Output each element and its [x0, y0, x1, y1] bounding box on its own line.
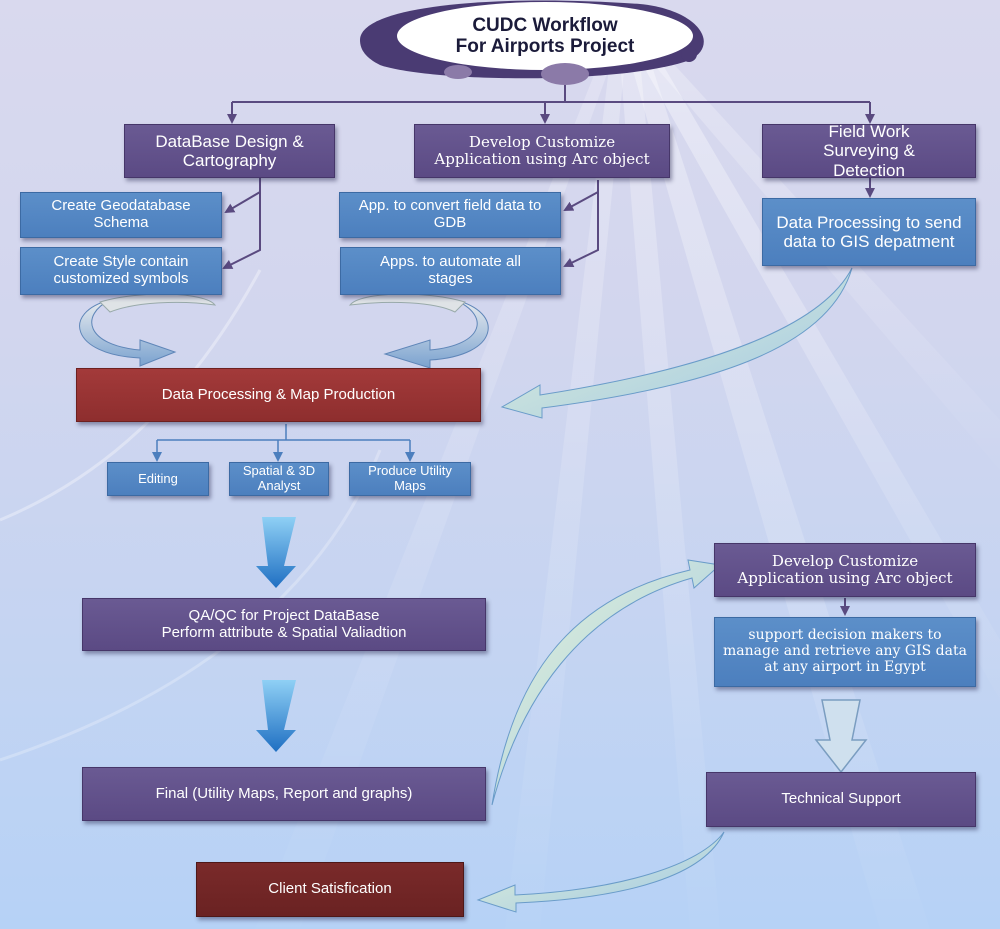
field-work-box: Field Work Surveying & Detection: [762, 122, 976, 180]
technical-support-label: Technical Support: [781, 790, 901, 808]
client-satisfaction-box: Client Satisfication: [196, 862, 464, 917]
map-production-label: Data Processing & Map Production: [161, 385, 396, 403]
data-processing-gis-label: Data Processing to send data to GIS depa…: [776, 212, 962, 251]
app-automate-label: Apps. to automate all stages: [380, 253, 521, 287]
app-automate-box: Apps. to automate all stages: [340, 247, 561, 295]
diagram-title: CUDC Workflow For Airports Project: [405, 14, 685, 60]
map-production-box: Data Processing & Map Production: [76, 368, 481, 422]
support-decision-box: support decision makers to manage and re…: [714, 617, 976, 687]
develop-app-label: Develop Customize Application using Arc …: [434, 133, 650, 168]
right-develop-app-box: Develop Customize Application using Arc …: [714, 543, 976, 597]
create-style-label: Create Style contain customized symbols: [53, 253, 189, 287]
develop-app-box: Develop Customize Application using Arc …: [414, 124, 670, 178]
app-convert-label: App. to convert field data to GDB: [358, 197, 542, 231]
create-style-box: Create Style contain customized symbols: [20, 247, 222, 295]
editing-box: Editing: [107, 462, 209, 496]
database-design-label: DataBase Design & Cartography: [155, 131, 304, 170]
create-schema-label: Create Geodatabase Schema: [51, 197, 191, 231]
title-line-2: For Airports Project: [455, 36, 635, 57]
support-decision-label: support decision makers to manage and re…: [723, 627, 967, 675]
editing-label: Editing: [138, 470, 178, 486]
database-design-box: DataBase Design & Cartography: [124, 124, 335, 178]
final-box: Final (Utility Maps, Report and graphs): [82, 767, 486, 821]
final-label: Final (Utility Maps, Report and graphs): [155, 784, 413, 802]
data-processing-gis-box: Data Processing to send data to GIS depa…: [762, 198, 976, 266]
utility-maps-label: Produce Utility Maps: [368, 463, 452, 493]
client-satisfaction-label: Client Satisfication: [268, 880, 392, 898]
title-line-1: CUDC Workflow: [472, 15, 618, 37]
field-work-label: Field Work Surveying & Detection: [823, 122, 915, 180]
spatial-analyst-box: Spatial & 3D Analyst: [229, 462, 329, 496]
qa-qc-line-1: QA/QC for Project DataBase: [188, 606, 380, 624]
qa-qc-line-2: Perform attribute & Spatial Valiadtion: [161, 623, 407, 641]
qa-qc-box: QA/QC for Project DataBase Perform attri…: [82, 598, 486, 651]
create-schema-box: Create Geodatabase Schema: [20, 192, 222, 238]
utility-maps-box: Produce Utility Maps: [349, 462, 471, 496]
app-convert-box: App. to convert field data to GDB: [339, 192, 561, 238]
right-develop-app-label: Develop Customize Application using Arc …: [737, 552, 953, 587]
spatial-analyst-label: Spatial & 3D Analyst: [242, 463, 316, 493]
technical-support-box: Technical Support: [706, 772, 976, 827]
